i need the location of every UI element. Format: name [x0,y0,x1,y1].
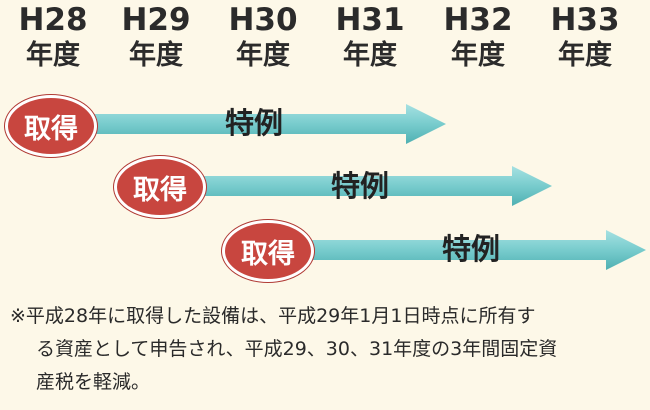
year-era: H30 [228,2,298,38]
year-h30: H30 年度 [208,2,318,74]
footnote-line-2: る資産として申告され、平成29、30、31年度の3年間固定資 [36,338,558,360]
arrow-shape [80,104,446,144]
special-measure-label: 特例 [331,169,390,203]
special-measure-label: 特例 [442,232,501,266]
year-unit: 年度 [236,40,290,71]
year-h29: H29 年度 [101,2,211,74]
year-h28: H28 年度 [0,2,108,74]
year-era: H28 [18,2,88,38]
acquisition-badge: 取得 [5,95,97,157]
arrow-shape [298,230,646,270]
year-era: H29 [121,2,191,38]
year-era: H33 [550,2,620,38]
acquisition-badge: 取得 [114,156,206,218]
year-unit: 年度 [26,40,80,71]
special-measure-label: 特例 [225,106,284,140]
year-h32: H32 年度 [423,2,533,74]
arrow-shape [190,166,552,206]
year-unit: 年度 [129,40,183,71]
year-era: H32 [443,2,513,38]
footnote-line-1: ※平成28年に取得した設備は、平成29年1月1日時点に所有す [10,305,536,327]
year-era: H31 [335,2,405,38]
year-unit: 年度 [343,40,397,71]
year-h33: H33 年度 [530,2,640,74]
year-unit: 年度 [558,40,612,71]
acquisition-badge: 取得 [222,220,314,282]
footnote-line-3: 産税を軽減。 [36,371,151,393]
footnote: ※平成28年に取得した設備は、平成29年1月1日時点に所有す る資産として申告さ… [10,300,642,399]
year-h31: H31 年度 [315,2,425,74]
year-unit: 年度 [451,40,505,71]
